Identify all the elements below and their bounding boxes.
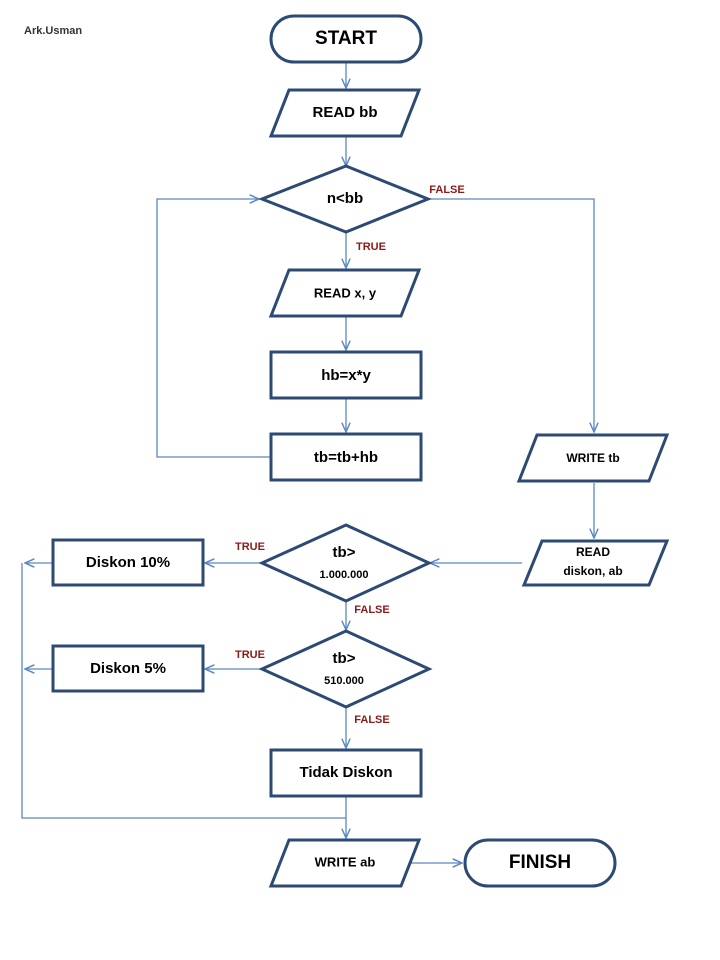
condition-true-label: TRUE [356, 241, 386, 253]
finish-terminator: FINISH [463, 838, 617, 888]
start-terminator: START [269, 14, 423, 64]
read-bb-label: READ bb [313, 104, 378, 121]
arrow-decision-false [428, 198, 594, 432]
tidak-diskon-label: Tidak Diskon [299, 764, 392, 781]
read-xy-label: READ x, y [314, 285, 377, 300]
condition-tb-1m-false-label: FALSE [354, 604, 389, 616]
arrow-loop-back [156, 199, 270, 458]
decision-tb-510-line2: 510.000 [324, 675, 364, 687]
process-tidak-diskon: Tidak Diskon [269, 748, 423, 798]
write-tb-label: WRITE tb [566, 451, 619, 465]
read-diskon-io: READ diskon, ab [521, 539, 670, 587]
connectors [21, 62, 594, 863]
write-ab-label: WRITE ab [315, 854, 376, 869]
read-diskon-label-line2: diskon, ab [563, 564, 622, 578]
write-ab-io: WRITE ab [268, 838, 422, 888]
decision-n-less-bb: n<bb [257, 164, 433, 234]
diskon-5-label: Diskon 5% [90, 660, 166, 677]
condition-tb-510-false-label: FALSE [354, 714, 389, 726]
write-tb-io: WRITE tb [516, 433, 670, 483]
author-label: Ark.Usman [24, 25, 82, 37]
process-hb-label: hb=x*y [321, 367, 371, 384]
process-hb: hb=x*y [269, 350, 423, 400]
decision-tb-1m-line2: 1.000.000 [320, 569, 369, 581]
condition-tb-510-true-label: TRUE [235, 649, 265, 661]
condition-false-label: FALSE [429, 184, 464, 196]
process-diskon-5: Diskon 5% [51, 644, 205, 693]
decision-tb-1m-line1: tb> [333, 544, 356, 561]
read-bb-io: READ bb [268, 88, 422, 138]
process-tb-label: tb=tb+hb [314, 449, 378, 466]
read-diskon-label-line1: READ [576, 545, 610, 559]
diskon-10-label: Diskon 10% [86, 554, 170, 571]
decision-n-bb-label: n<bb [327, 190, 363, 207]
start-label: START [315, 28, 377, 49]
condition-tb-1m-true-label: TRUE [235, 541, 265, 553]
finish-label: FINISH [509, 852, 571, 873]
process-tb: tb=tb+hb [269, 432, 423, 482]
read-xy-io: READ x, y [268, 268, 422, 318]
merge-line [21, 563, 346, 819]
decision-tb-1m: tb> 1.000.000 [258, 523, 433, 603]
decision-tb-510-line1: tb> [333, 650, 356, 667]
decision-tb-510: tb> 510.000 [258, 629, 433, 709]
process-diskon-10: Diskon 10% [51, 538, 205, 587]
